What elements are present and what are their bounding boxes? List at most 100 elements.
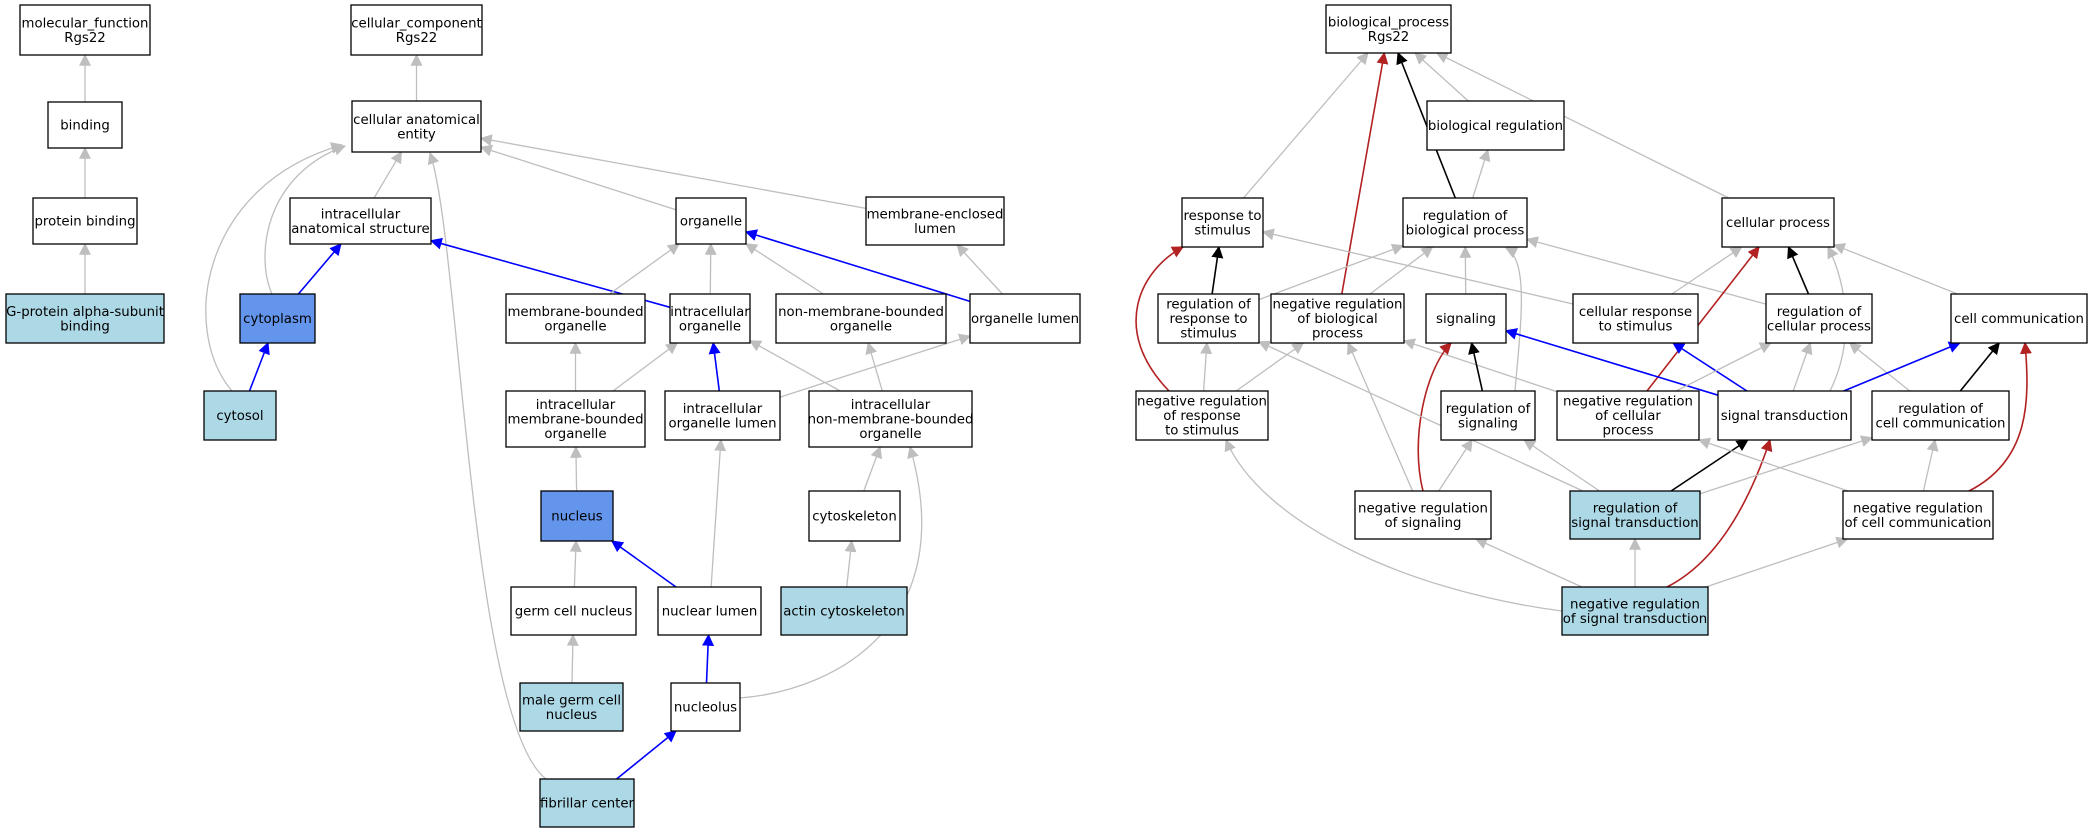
node-label: organelle — [680, 215, 742, 230]
edge-nrsig-to-nrbp — [1347, 341, 1414, 492]
node-label: negative regulation — [1563, 395, 1693, 410]
node-signaling: signaling — [1425, 293, 1507, 344]
node-actin: actin cytoskeleton — [780, 586, 908, 636]
edge-nrcp-to-rcp — [1675, 342, 1772, 392]
edge-organelle-to-cae — [479, 144, 677, 211]
edge-fc-to-nucleolus — [616, 730, 677, 780]
edge-cellcomm-to-cp — [1832, 243, 1958, 295]
node-cytoskeleton: cytoskeleton — [808, 490, 901, 542]
node-nl: nuclear lumen — [657, 586, 762, 636]
edge-ias-to-cae — [373, 150, 403, 199]
node-label: Rgs22 — [64, 31, 106, 46]
node-box — [32, 197, 138, 245]
edge-inmbo-to-io — [748, 340, 841, 392]
node-label: entity — [397, 127, 436, 142]
edge-mbo-to-organelle — [609, 243, 680, 295]
node-box — [1426, 100, 1565, 151]
edge-cytoskeleton-to-inmbo — [863, 445, 882, 492]
node-label: regulation of — [1593, 501, 1678, 516]
edge-st-to-rcp — [1792, 341, 1813, 392]
node-label: organelle — [830, 319, 892, 334]
node-nucleolus: nucleolus — [670, 682, 741, 732]
node-box — [1572, 293, 1699, 344]
node-box — [1561, 586, 1709, 636]
edge-nrcp-to-nrbp — [1402, 338, 1558, 393]
node-box — [1270, 293, 1405, 344]
node-label: organelle — [679, 319, 741, 334]
edge-nrcc-to-cellcomm — [1968, 341, 2032, 492]
edge-nrst-to-nrrs — [1224, 438, 1563, 612]
node-label: nucleolus — [674, 701, 737, 716]
edge-mel-to-cae — [479, 134, 867, 210]
edge-nrrs-to-rts — [1135, 246, 1185, 392]
node-box — [289, 197, 432, 245]
node-fc: fibrillar center — [539, 778, 635, 828]
node-box — [1157, 293, 1260, 344]
node-label: regulation of — [1446, 402, 1531, 417]
node-label: nucleus — [546, 708, 597, 723]
node-label: Rgs22 — [396, 31, 438, 46]
edge-st-to-cellcomm — [1843, 341, 1961, 392]
node-box — [350, 4, 483, 56]
node-label: anatomical structure — [291, 222, 429, 237]
node-gcn: germ cell nucleus — [510, 586, 637, 636]
node-label: membrane-bounded — [507, 305, 643, 320]
node-label: non-membrane-bounded — [778, 305, 944, 320]
edge-st-to-signaling — [1504, 328, 1719, 396]
node-label: negative regulation — [1137, 395, 1267, 410]
edge-nrsig-to-signaling — [1417, 342, 1452, 492]
node-label: cellular process — [1767, 319, 1871, 334]
node-label: germ cell nucleus — [515, 605, 633, 620]
node-cytoplasm: cytoplasm — [239, 293, 316, 344]
edge-nrcp-to-cp — [1646, 246, 1760, 392]
node-box — [1402, 197, 1528, 248]
node-label: cell communication — [1954, 312, 2084, 327]
node-label: nucleus — [551, 510, 602, 525]
node-box — [780, 586, 908, 636]
node-label: regulation of — [1898, 402, 1983, 417]
node-nucleus: nucleus — [540, 490, 614, 542]
node-box — [1425, 293, 1507, 344]
node-label: of response — [1163, 409, 1240, 424]
node-box — [664, 390, 781, 441]
node-label: negative regulation — [1358, 501, 1488, 516]
edge-layer — [79, 51, 2032, 780]
edge-rst-to-rsig — [1523, 439, 1600, 492]
edge-rcc-to-cellcomm — [1959, 342, 2000, 392]
edge-rsig-to-rbp — [1504, 247, 1522, 392]
node-label: biological process — [1406, 223, 1525, 238]
edge-gcn-to-nucleus — [569, 539, 582, 588]
node-st: signal transduction — [1717, 390, 1852, 441]
edge-nrcc-to-nrcp — [1697, 437, 1849, 492]
node-label: signal transduction — [1571, 516, 1698, 531]
edge-nrst-to-nrsig — [1474, 537, 1583, 588]
node-box — [1440, 390, 1536, 441]
edge-cytosol-to-cae — [205, 142, 344, 392]
node-box — [670, 682, 741, 732]
node-label: G-protein alpha-subunit — [6, 305, 164, 320]
node-label: signal transduction — [1721, 409, 1848, 424]
node-cellcomm: cell communication — [1950, 293, 2088, 344]
edge-breg-to-bp — [1414, 52, 1469, 102]
edge-iol-to-ol — [779, 333, 972, 398]
edge-nucleolus-to-nl — [702, 633, 715, 684]
node-box — [505, 390, 646, 448]
node-label: binding — [60, 119, 110, 134]
edge-nmbo-to-organelle — [744, 243, 824, 295]
node-label: cellular process — [1726, 216, 1830, 231]
edge-nrcc-to-rcc — [1922, 438, 1939, 492]
node-label: negative regulation — [1273, 298, 1403, 313]
